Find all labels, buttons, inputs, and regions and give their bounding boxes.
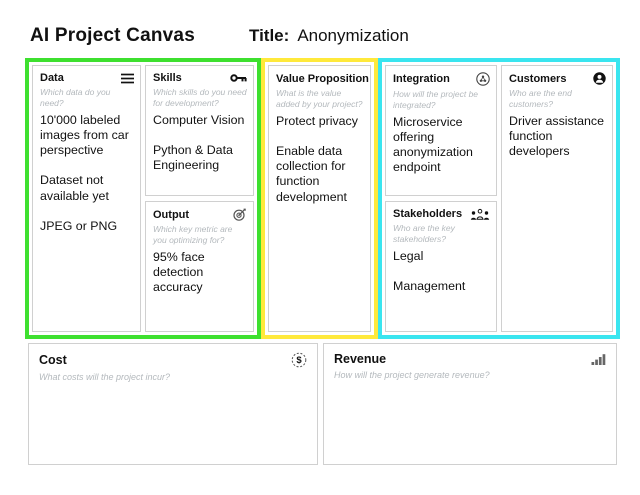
card-integration: Integration How will the project be inte… xyxy=(385,65,497,196)
card-stakeholders: Stakeholders Who are the key stakeholder… xyxy=(385,201,497,332)
card-value-proposition-title: Value Proposition xyxy=(276,72,369,85)
card-customers-entry: Driver assistance function developers xyxy=(509,114,605,159)
card-skills-title: Skills xyxy=(153,72,182,84)
group-data-skills-output: Data Which data do you need? 10'000 labe… xyxy=(25,58,261,339)
column-customers: Customers Who are the end customers? Dri… xyxy=(501,65,613,332)
target-icon xyxy=(233,208,247,221)
card-value-proposition: Value Proposition What is the value adde… xyxy=(268,65,371,332)
card-integration-content: Microservice offering anonymization endp… xyxy=(393,115,490,176)
card-stakeholders-title: Stakeholders xyxy=(393,208,463,220)
card-output-content: 95% face detection accuracy xyxy=(153,250,247,295)
group-integration-customers: Integration How will the project be inte… xyxy=(378,58,620,339)
card-customers-subtitle: Who are the end customers? xyxy=(509,88,572,110)
card-output-title: Output xyxy=(153,208,190,221)
column-data: Data Which data do you need? 10'000 labe… xyxy=(32,65,141,332)
card-output-entry: 95% face detection accuracy xyxy=(153,250,205,295)
user-circle-icon xyxy=(593,72,606,85)
card-customers-content: Driver assistance function developers xyxy=(509,114,606,159)
title-value: Anonymization xyxy=(297,26,409,45)
card-data-entry: Dataset not available yet xyxy=(40,173,109,203)
title-label: Title: xyxy=(249,26,290,45)
card-revenue-title: Revenue xyxy=(334,352,387,366)
card-data-header: Data xyxy=(40,72,134,84)
list-icon xyxy=(121,73,134,84)
people-group-icon xyxy=(470,208,490,220)
card-integration-title: Integration xyxy=(393,73,450,85)
card-customers-header: Customers xyxy=(509,72,606,85)
card-output-subtitle: Which key metric are you optimizing for? xyxy=(153,224,233,246)
card-value-proposition-header: Value Proposition xyxy=(276,72,369,85)
card-data-entry: JPEG or PNG xyxy=(40,218,118,233)
card-stakeholders-entry: Legal xyxy=(393,249,424,263)
card-skills-header: Skills xyxy=(153,72,247,84)
card-data-content: 10'000 labeled images from car perspecti… xyxy=(40,113,134,234)
svg-text:$: $ xyxy=(296,355,302,366)
card-stakeholders-header: Stakeholders xyxy=(393,208,490,220)
network-circle-icon xyxy=(476,72,490,86)
column-value-proposition: Value Proposition What is the value adde… xyxy=(268,65,371,332)
card-revenue: Revenue How will the project generate re… xyxy=(323,343,617,465)
card-customers-title: Customers xyxy=(509,72,567,85)
column-integration-stakeholders: Integration How will the project be inte… xyxy=(385,65,497,332)
card-stakeholders-subtitle: Who are the key stakeholders? xyxy=(393,223,455,245)
card-value-proposition-entry: Enable data collection for function deve… xyxy=(276,144,347,204)
page-title: AI Project Canvas xyxy=(30,25,195,46)
card-data: Data Which data do you need? 10'000 labe… xyxy=(32,65,141,332)
column-skills-output: Skills Which skills do you need for deve… xyxy=(145,65,254,332)
card-revenue-subtitle: How will the project generate revenue? xyxy=(334,370,490,380)
card-cost: Cost $ What costs will the project incur… xyxy=(28,343,318,465)
card-value-proposition-content: Protect privacy Enable data collection f… xyxy=(276,114,364,205)
card-customers: Customers Who are the end customers? Dri… xyxy=(501,65,613,332)
card-output-header: Output xyxy=(153,208,247,221)
card-skills: Skills Which skills do you need for deve… xyxy=(145,65,254,196)
card-integration-entry: Microservice offering anonymization endp… xyxy=(393,115,473,175)
group-value-proposition: Value Proposition What is the value adde… xyxy=(261,58,378,339)
card-value-proposition-entry: Protect privacy xyxy=(276,114,358,128)
card-skills-content: Computer Vision Python & Data Engineerin… xyxy=(153,113,247,173)
card-output: Output Which key metric are you optimizi… xyxy=(145,201,254,332)
card-skills-subtitle: Which skills do you need for development… xyxy=(153,87,247,109)
card-integration-subtitle: How will the project be integrated? xyxy=(393,89,479,111)
project-title: Title: Anonymization xyxy=(249,26,409,46)
chart-up-icon xyxy=(591,353,606,365)
key-icon xyxy=(230,72,247,84)
card-data-title: Data xyxy=(40,72,64,84)
card-stakeholders-content: Legal Management xyxy=(393,249,490,294)
card-cost-subtitle: What costs will the project incur? xyxy=(39,372,171,382)
card-cost-header: Cost $ xyxy=(39,352,307,368)
card-skills-entry: Computer Vision xyxy=(153,113,245,127)
card-data-entry: 10'000 labeled images from car perspecti… xyxy=(40,113,129,158)
card-cost-title: Cost xyxy=(39,353,67,367)
card-integration-header: Integration xyxy=(393,72,490,86)
card-value-proposition-subtitle: What is the value added by your project? xyxy=(276,88,363,110)
card-stakeholders-entry: Management xyxy=(393,279,466,294)
card-skills-entry: Python & Data Engineering xyxy=(153,143,233,173)
dollar-circle-icon: $ xyxy=(291,352,307,368)
card-data-subtitle: Which data do you need? xyxy=(40,87,111,109)
card-revenue-header: Revenue xyxy=(334,352,606,366)
